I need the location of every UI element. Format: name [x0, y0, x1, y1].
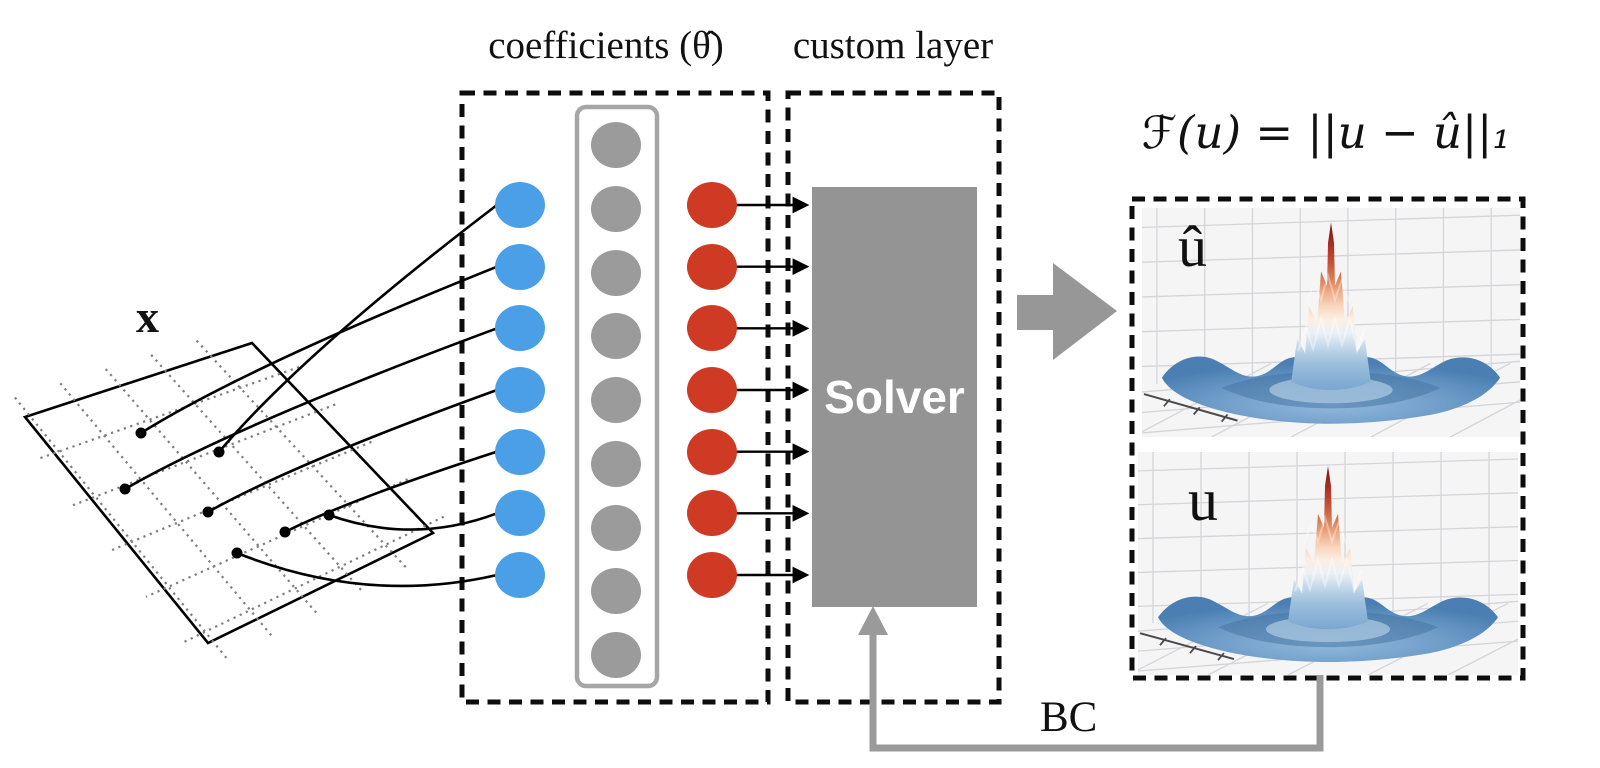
u-label: u [1188, 467, 1218, 533]
bc-feedback-line [869, 634, 1324, 752]
hidden-node [591, 440, 641, 487]
bc-label: BC [1040, 694, 1098, 741]
sample-point [231, 547, 243, 559]
sample-curve [284, 450, 498, 534]
sample-curve [218, 203, 498, 453]
output-node [687, 490, 737, 537]
coefficients-box [459, 90, 771, 705]
coefficients-label: coefficients (θ̂) [488, 24, 724, 67]
sample-point [202, 506, 214, 518]
hidden-node [591, 504, 641, 551]
hidden-node [591, 632, 641, 678]
solver-box: Solver [812, 187, 977, 607]
bc-arrowhead-icon [858, 606, 888, 635]
hidden-node [591, 568, 641, 615]
input-mesh-plane [22, 341, 436, 645]
solver-label: Solver [824, 371, 965, 423]
output-node [687, 428, 737, 475]
sample-curve [207, 388, 498, 514]
hidden-node [591, 313, 641, 360]
mesh-dotted-grid [14, 339, 445, 660]
sample-curve [124, 327, 498, 491]
custom-layer-label: custom layer [792, 24, 994, 67]
sample-curve [140, 265, 498, 435]
hidden-node [591, 377, 641, 423]
input-node [495, 243, 545, 290]
custom-layer-box [785, 90, 1002, 705]
input-node [495, 305, 545, 352]
output-plots-box [1129, 196, 1526, 681]
sample-connection-curves [119, 203, 498, 588]
input-node [495, 428, 545, 475]
output-node [687, 305, 737, 352]
input-node [495, 552, 545, 598]
hidden-node [591, 185, 641, 232]
u-hat-label: û [1178, 214, 1207, 279]
hidden-node [591, 122, 641, 168]
output-node [687, 552, 737, 598]
output-node [687, 367, 737, 413]
hidden-layer-frame [574, 104, 660, 689]
output-node [687, 243, 737, 290]
input-node [495, 490, 545, 537]
sample-point [135, 427, 147, 439]
input-node [495, 182, 545, 228]
loss-formula-label: ℱ(u) = ||u − û||₁ [1141, 106, 1511, 159]
output-to-solver-arrows [735, 196, 810, 584]
sample-point [213, 446, 225, 458]
hidden-node [591, 249, 641, 296]
flow-arrow-icon [1017, 263, 1117, 360]
sample-point [323, 509, 335, 521]
output-node [687, 182, 737, 228]
input-x-label: x [136, 291, 159, 342]
input-node [495, 367, 545, 413]
sample-point [279, 526, 291, 538]
sample-curve [328, 512, 498, 531]
sample-point [119, 483, 131, 495]
sample-curve [236, 551, 498, 588]
